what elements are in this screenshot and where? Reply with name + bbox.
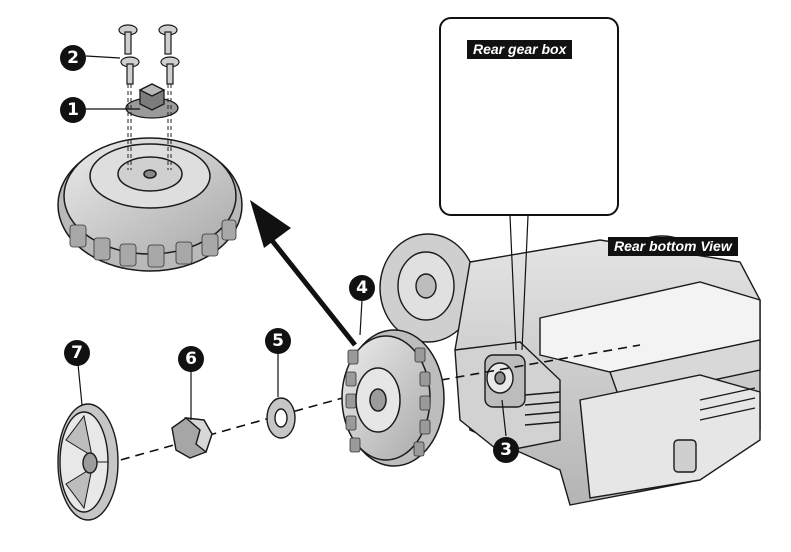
- screw-guide-lines: [127, 84, 172, 170]
- callout-5: 5: [265, 328, 291, 354]
- callout-7: 7: [64, 340, 90, 366]
- removed-wheel: [57, 137, 243, 272]
- move-arrow: [250, 200, 357, 347]
- callout-3: 3: [493, 437, 519, 463]
- callout-4: 4: [349, 275, 375, 301]
- callout-1: 1: [60, 97, 86, 123]
- rear-wheel-part-4: [341, 329, 445, 467]
- rear-gear-box-label: Rear gear box: [467, 40, 573, 59]
- hubcap-part-7: [57, 403, 119, 521]
- vehicle-rear-body: [379, 233, 761, 506]
- callout-2: 2: [60, 45, 86, 71]
- callout-6: 6: [178, 346, 204, 372]
- nut-part-6: [171, 417, 213, 459]
- rear-bottom-view-label: Rear bottom View: [608, 237, 738, 256]
- washer-part-5: [266, 397, 296, 439]
- screws-part-2: [118, 24, 180, 85]
- hex-hub-part-1: [125, 83, 179, 119]
- leader-lines: [77, 55, 529, 437]
